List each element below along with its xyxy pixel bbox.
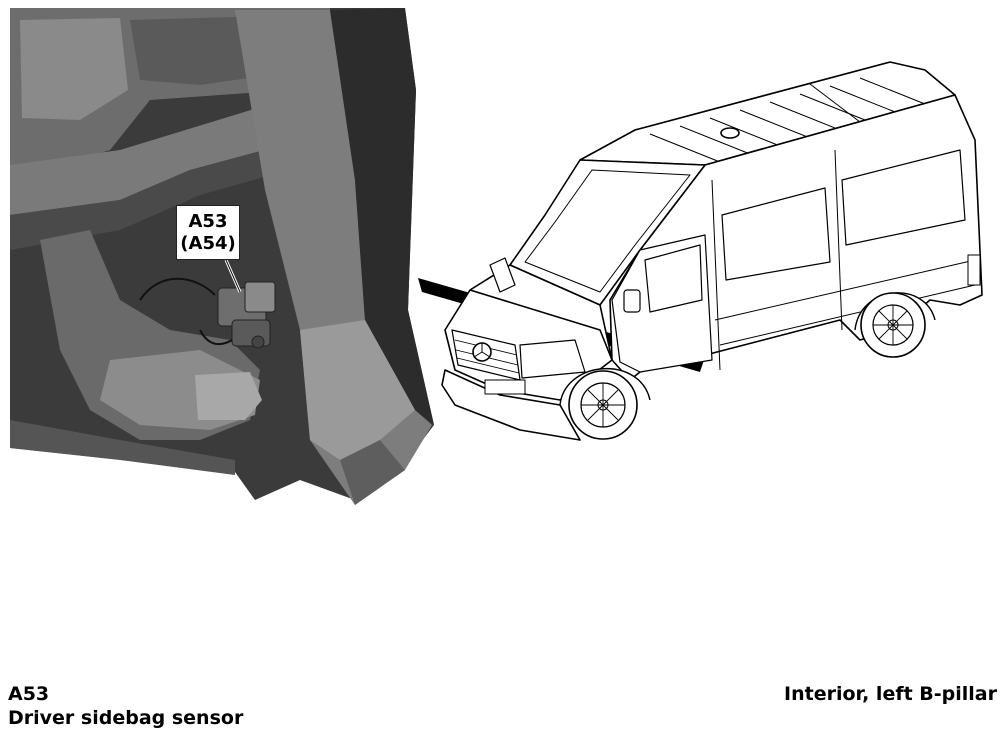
callout-code: A53 xyxy=(188,210,228,232)
van-overview-drawing xyxy=(441,61,983,441)
sidebag-sensor-module xyxy=(217,281,276,349)
b-pillar-detail-view xyxy=(10,8,434,505)
callout-alt-code: (A54) xyxy=(180,232,236,254)
component-callout-label: A53 (A54) xyxy=(176,205,240,260)
component-name: Driver sidebag sensor xyxy=(8,707,244,729)
component-code: A53 xyxy=(8,683,50,705)
component-location: Interior, left B-pillar xyxy=(784,683,997,705)
